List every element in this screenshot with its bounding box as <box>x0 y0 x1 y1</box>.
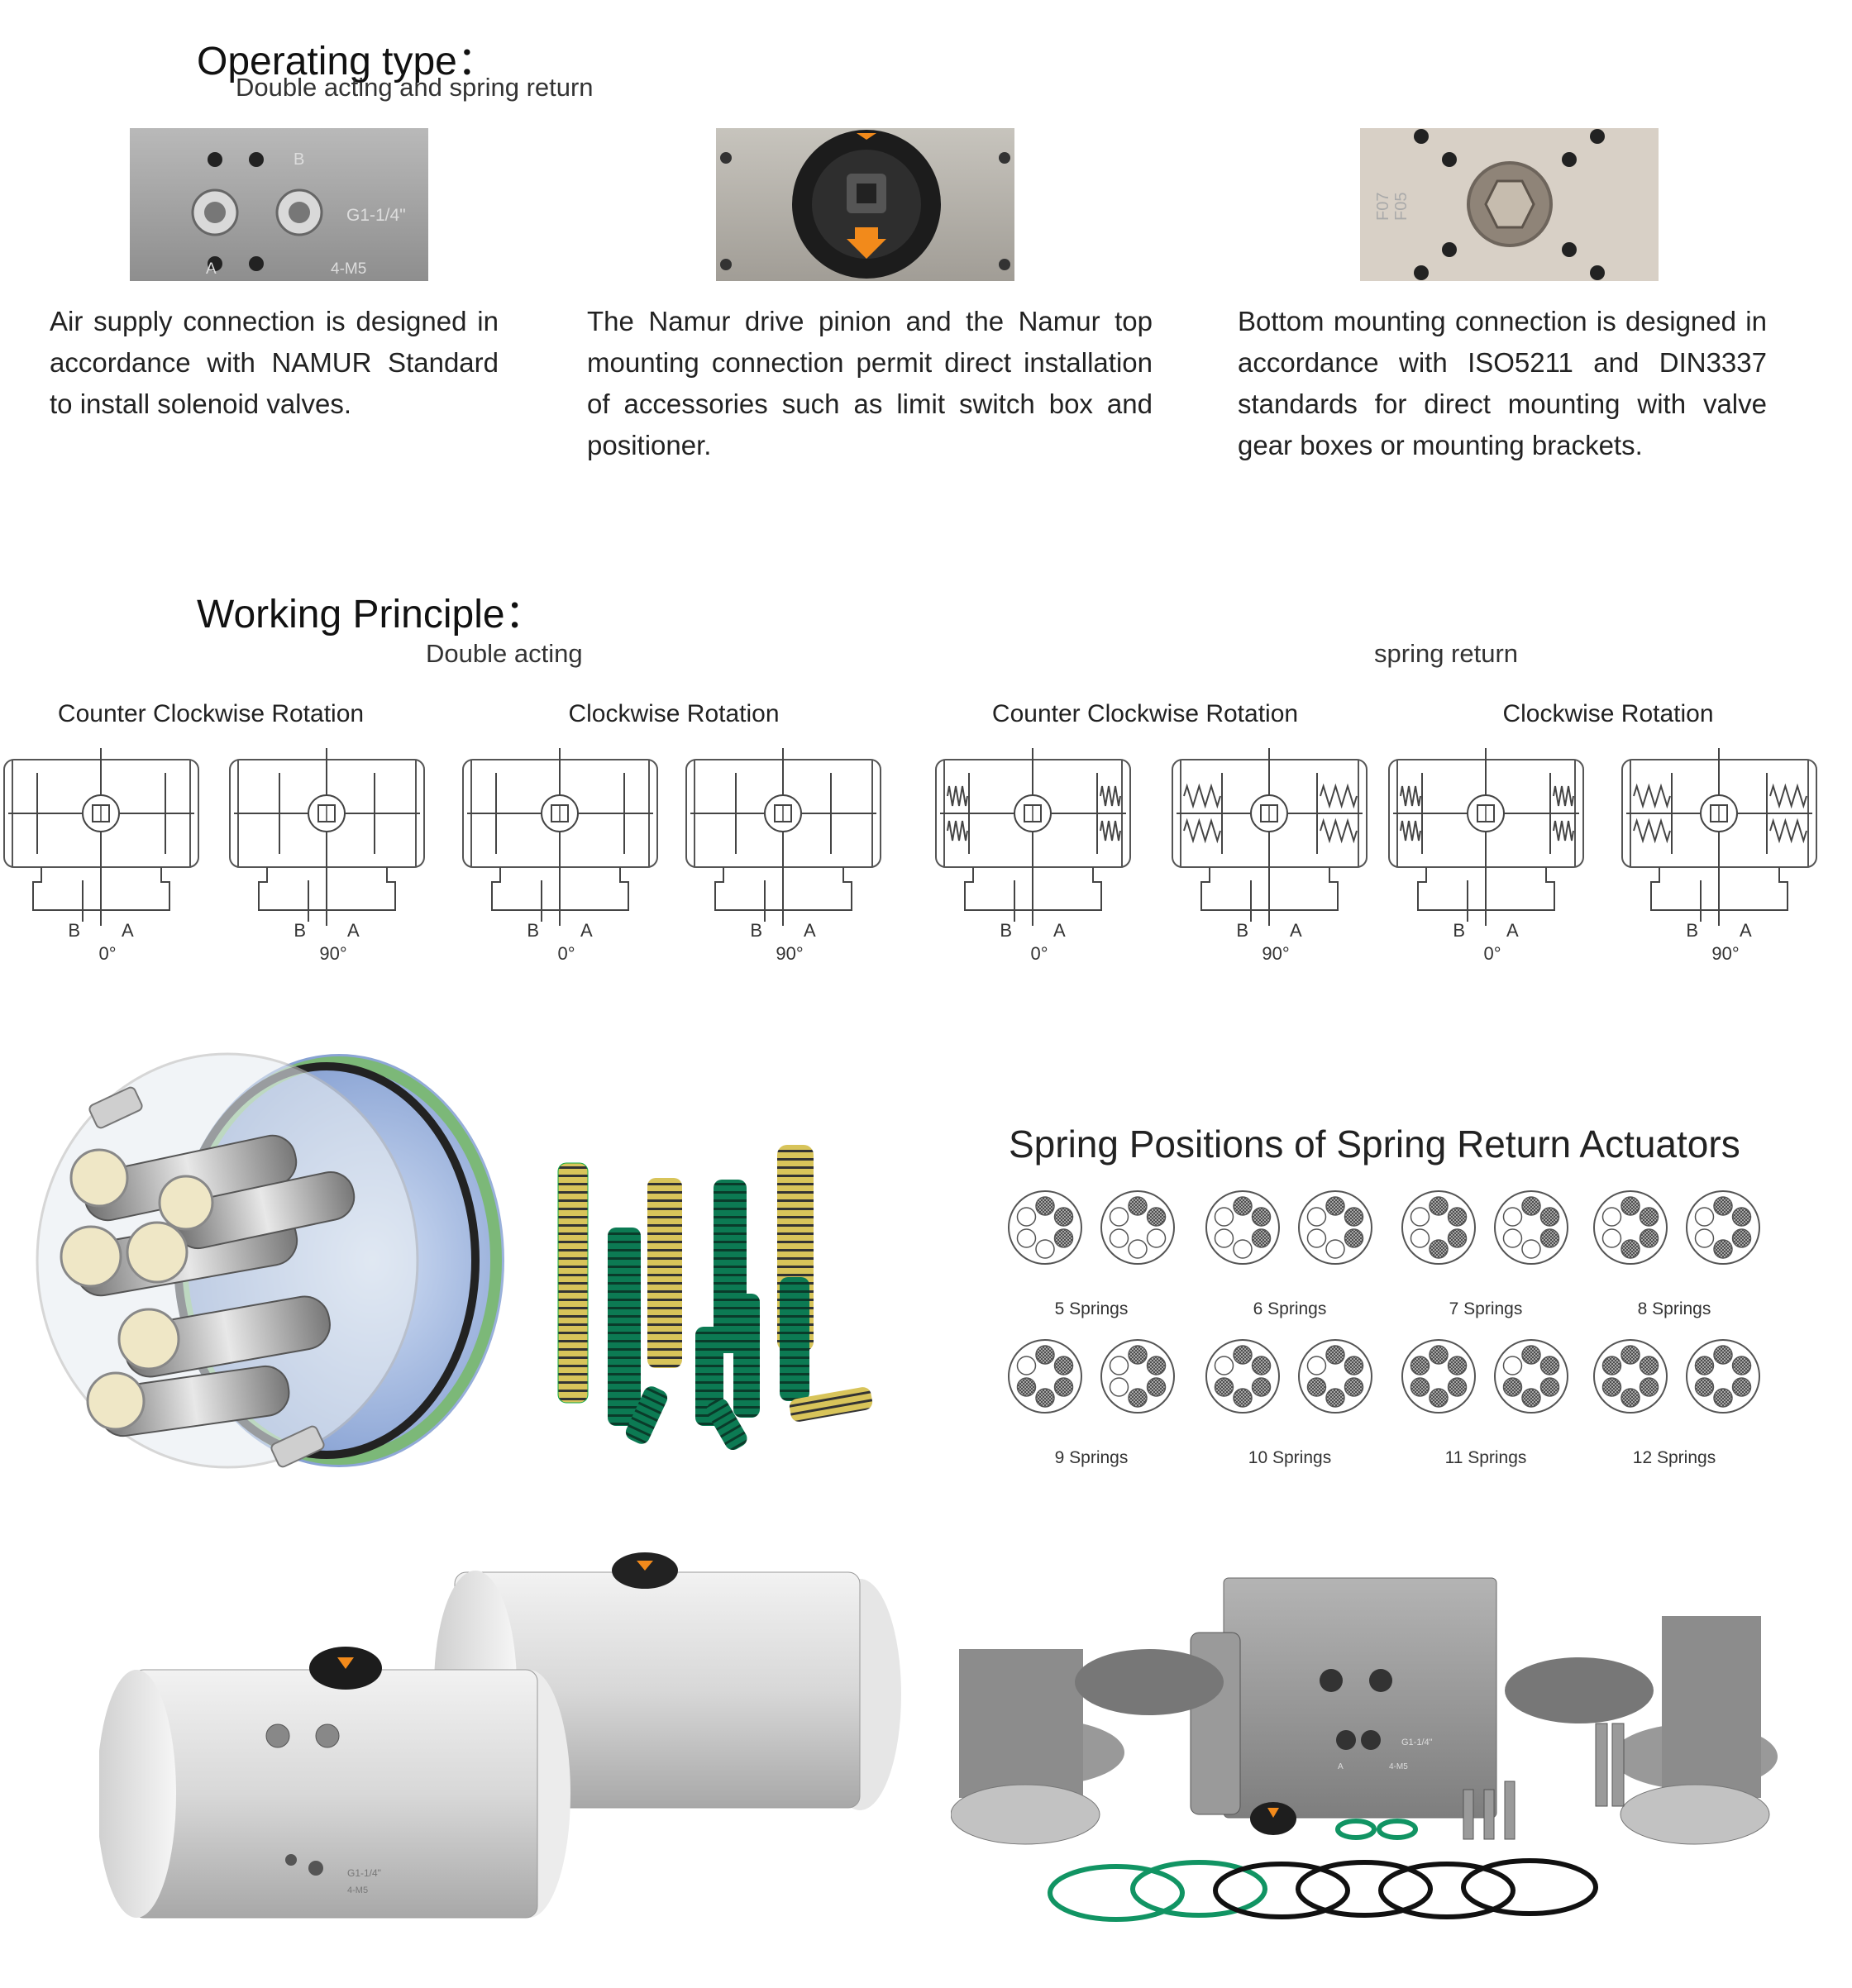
spring-count-label: 11 Springs <box>1444 1448 1527 1467</box>
flange-f05-label: F05 <box>1392 193 1410 221</box>
principle-diagram: B A90° <box>229 748 425 964</box>
port-a-label: A <box>804 920 816 941</box>
principle-diagram: B A90° <box>1172 748 1368 964</box>
operating-title: Operating type： <box>197 40 497 83</box>
rotation-label: Counter Clockwise Rotation <box>991 700 1299 727</box>
spring-count-label: 12 Springs <box>1632 1448 1716 1467</box>
port-b-label: B <box>294 150 304 169</box>
angle-label: 90° <box>319 943 346 963</box>
angle-label: 0° <box>98 943 116 963</box>
port-b-label: B <box>1236 920 1248 941</box>
spring-position-circle <box>1494 1190 1568 1265</box>
port-size-label: G1-1/4" <box>346 206 406 225</box>
spring-count-label: 8 Springs <box>1637 1299 1711 1318</box>
spring-positions-grid <box>992 1174 1819 1488</box>
port-a-label: A <box>1740 920 1752 941</box>
principle-diagram: B A0° <box>1388 748 1584 964</box>
group-spring-return: spring return <box>1374 639 1519 668</box>
port-b-label: B <box>1453 920 1465 941</box>
parts-exploded-photo: G1-1/4" A 4-M5 <box>950 1566 1794 1922</box>
parts-port-a-label: A <box>1338 1762 1344 1771</box>
spring-position-circle <box>1593 1190 1668 1265</box>
group-double-acting: Double acting <box>426 639 583 668</box>
spring-count-label: 6 Springs <box>1253 1299 1327 1318</box>
principle-diagram: B A0° <box>935 748 1131 964</box>
port-a-label: A <box>1290 920 1302 941</box>
port-b-label: B <box>68 920 80 941</box>
principle-diagram: B A90° <box>1621 748 1817 964</box>
spring-position-circle <box>1401 1190 1476 1265</box>
spring-positions-title: Spring Positions of Spring Return Actuat… <box>1009 1123 1740 1166</box>
spring-position-circle <box>1205 1190 1280 1265</box>
bottom-mounting-photo: F07 F05 <box>1360 128 1659 281</box>
springs-photo <box>550 1145 881 1459</box>
angle-label: 0° <box>1030 943 1048 963</box>
spring-position-circle <box>1686 1339 1760 1414</box>
spring-count-label: 10 Springs <box>1248 1448 1332 1467</box>
spring-count-label: 7 Springs <box>1449 1299 1523 1318</box>
feature-text-air-supply: Air supply connection is designed in acc… <box>50 306 499 419</box>
port-a-label: A <box>1053 920 1066 941</box>
actuator-thread-label: 4-M5 <box>347 1886 368 1895</box>
spring-position-circle <box>1298 1339 1372 1414</box>
spring-position-circle <box>1100 1190 1175 1265</box>
port-a-label: A <box>122 920 134 941</box>
thread-label: 4-M5 <box>331 260 366 278</box>
operating-subtitle: Double acting and spring return <box>236 73 594 102</box>
angle-label: 0° <box>557 943 575 963</box>
angle-label: 90° <box>1262 943 1289 963</box>
spring-position-circle <box>1298 1190 1372 1265</box>
rotation-label: Counter Clockwise Rotation <box>57 700 365 727</box>
parts-port-label: G1-1/4" <box>1401 1738 1433 1747</box>
principle-diagram: B A0° <box>462 748 658 964</box>
angle-label: 90° <box>776 943 803 963</box>
principle-diagram: B A90° <box>685 748 881 964</box>
angle-label: 90° <box>1711 943 1739 963</box>
rotation-label: Clockwise Rotation <box>1502 700 1714 727</box>
port-a-label: A <box>580 920 593 941</box>
principle-diagram: B A 0° <box>3 748 199 964</box>
spring-cartridge-photo <box>25 1013 504 1492</box>
port-b-label: B <box>1686 920 1698 941</box>
air-supply-photo: B G1-1/4" A 4-M5 <box>130 128 428 281</box>
feature-text-bottom-mount: Bottom mounting connection is designed i… <box>1238 306 1767 460</box>
port-a-label: A <box>1506 920 1519 941</box>
spring-position-circle <box>1494 1339 1568 1414</box>
spring-position-circle <box>1401 1339 1476 1414</box>
spring-position-circle <box>1100 1339 1175 1414</box>
spring-position-circle <box>1593 1339 1668 1414</box>
spring-position-circle <box>1686 1190 1760 1265</box>
spring-caption-layer: 5 Springs 6 Springs 7 Springs 8 Springs … <box>992 1174 1819 1488</box>
port-b-label: B <box>294 920 306 941</box>
port-a-label: A <box>347 920 360 941</box>
spring-position-circle <box>1008 1190 1082 1265</box>
spring-position-circle <box>1008 1339 1082 1414</box>
actuator-port-label: G1-1/4" <box>347 1867 381 1879</box>
feature-text-namur: The Namur drive pinion and the Namur top… <box>587 306 1153 460</box>
spring-count-label: 5 Springs <box>1054 1299 1129 1318</box>
spring-positions-svg <box>1008 1190 1760 1414</box>
rotation-label: Clockwise Rotation <box>568 700 780 727</box>
port-b-label: B <box>750 920 762 941</box>
spring-count-label: 9 Springs <box>1054 1448 1129 1467</box>
port-b-label: B <box>527 920 539 941</box>
angle-label: 0° <box>1483 943 1501 963</box>
port-a-label: A <box>206 260 217 278</box>
namur-pinion-photo <box>716 128 1014 281</box>
working-title: Working Principle： <box>197 593 545 636</box>
flange-f07-label: F07 <box>1374 193 1392 221</box>
parts-thread-label: 4-M5 <box>1389 1762 1408 1771</box>
port-b-label: B <box>1000 920 1012 941</box>
actuator-photo: G1-1/4" 4-M5 <box>97 1537 909 1934</box>
spring-position-circle <box>1205 1339 1280 1414</box>
